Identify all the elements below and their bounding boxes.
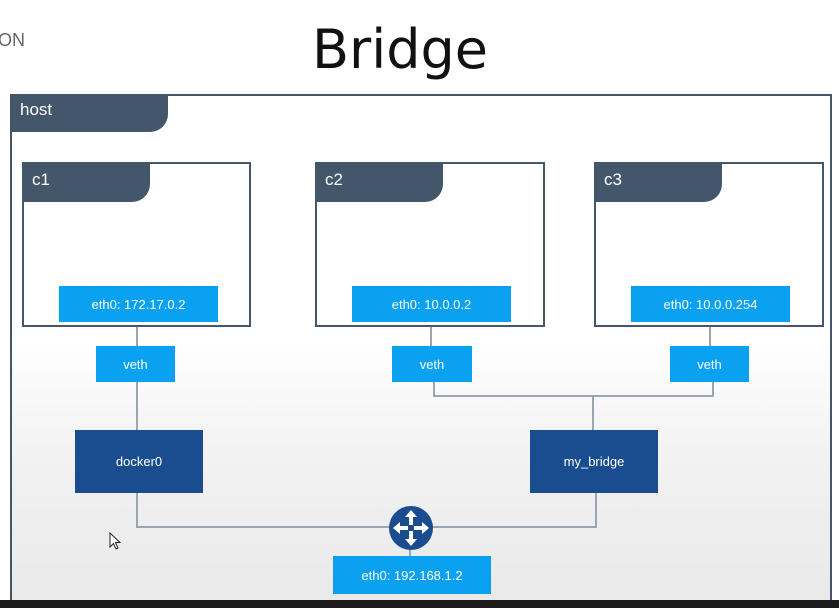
c1-eth0-interface: eth0: 172.17.0.2 — [59, 286, 218, 322]
c3-eth0-interface: eth0: 10.0.0.254 — [631, 286, 790, 322]
connector-veth-horizontal — [433, 395, 714, 397]
connector-router-eth — [409, 548, 411, 558]
c1-veth: veth — [96, 346, 175, 382]
connector-docker0-down — [136, 493, 138, 527]
host-tab: host — [10, 94, 168, 132]
connector-c3-veth-down — [712, 382, 714, 396]
connector-c2-veth-down — [433, 382, 435, 396]
connector-bottom-horizontal — [136, 526, 597, 528]
container-c1-label: c1 — [32, 170, 50, 189]
router-icon — [389, 506, 433, 550]
container-c3-label: c3 — [604, 170, 622, 189]
host-label: host — [20, 100, 53, 119]
container-c2-label: c2 — [325, 170, 343, 189]
c2-veth: veth — [392, 346, 472, 382]
host-eth0-interface: eth0: 192.168.1.2 — [333, 556, 491, 594]
container-c1-tab: c1 — [22, 162, 150, 202]
container-c2-tab: c2 — [315, 162, 443, 202]
c3-veth: veth — [670, 346, 749, 382]
c2-eth0-interface: eth0: 10.0.0.2 — [352, 286, 511, 322]
docker0-bridge: docker0 — [75, 430, 203, 493]
mouse-cursor-icon — [109, 532, 122, 550]
connector-c1-veth-docker0 — [136, 382, 138, 430]
connector-c3-eth-veth — [709, 322, 711, 346]
page-title: Bridge — [311, 18, 489, 81]
connector-to-my-bridge — [592, 395, 594, 430]
connector-c2-eth-veth — [430, 322, 432, 346]
partial-header-text: ON — [0, 30, 25, 50]
bottom-bar — [0, 600, 839, 608]
my-bridge: my_bridge — [530, 430, 658, 493]
connector-my-bridge-down — [595, 493, 597, 527]
connector-c1-eth-veth — [136, 322, 138, 346]
container-c3-tab: c3 — [594, 162, 722, 202]
